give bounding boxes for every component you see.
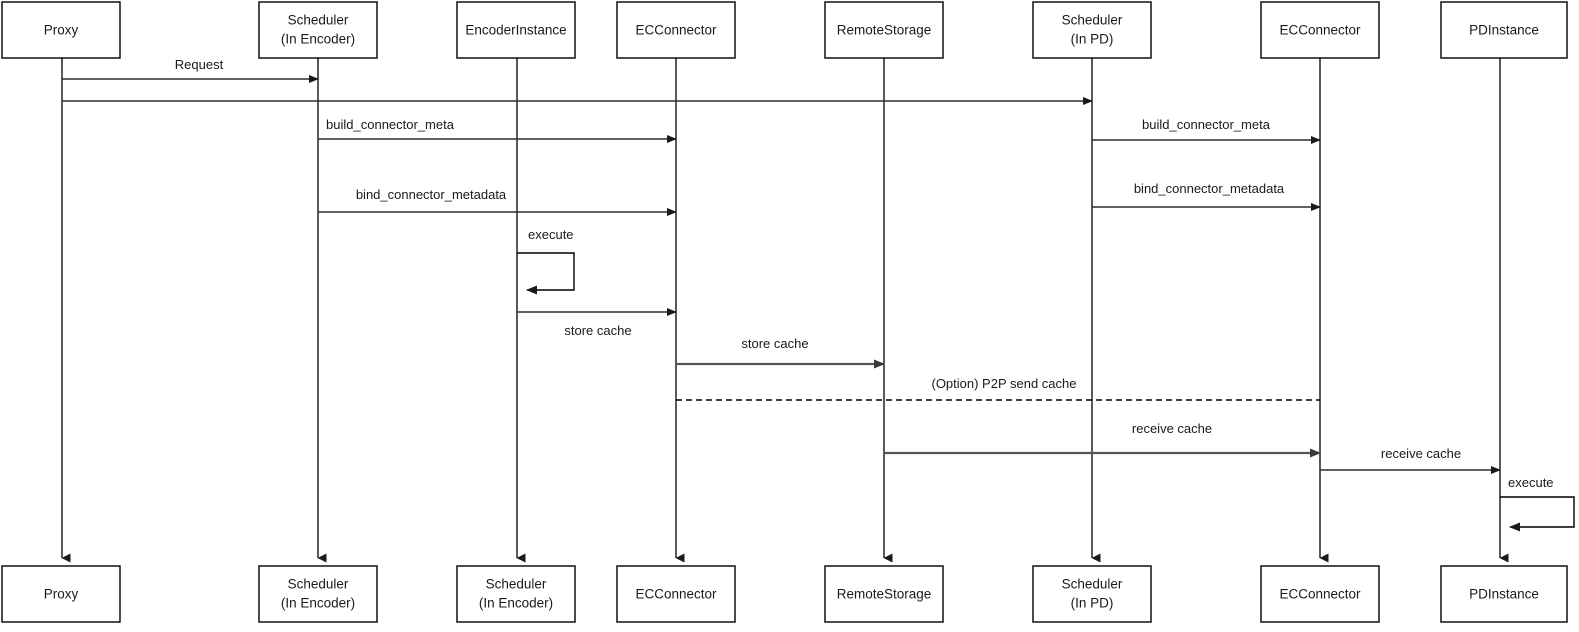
top-participant-ec_conn_enc[interactable]: ECConnector [616, 1, 736, 59]
message-receive-cache-pd[interactable]: receive cache [1320, 446, 1501, 474]
bottom-participant-label: ECConnector [635, 587, 717, 602]
bottom-participant-box[interactable] [616, 565, 736, 623]
message-label: build_connector_meta [326, 117, 455, 132]
top-participant-label-line2: (In Encoder) [281, 32, 355, 47]
top-participant-pd_inst[interactable]: PDInstance [1440, 1, 1568, 59]
bottom-participant-proxy[interactable]: Proxy [1, 565, 121, 623]
self-loop-path[interactable] [517, 252, 575, 295]
self-loops-group: execute execute [517, 227, 1575, 532]
self-loop-execute-pdinstance[interactable]: execute [1500, 475, 1575, 532]
top-participant-label: RemoteStorage [837, 23, 932, 38]
top-participant-box[interactable] [1032, 1, 1152, 59]
top-participant-box[interactable] [456, 1, 576, 59]
bottom-participant-sched_pd[interactable]: Scheduler (In PD) [1032, 565, 1152, 623]
top-participant-box[interactable] [1260, 1, 1380, 59]
bottom-participant-label-line2: (In Encoder) [479, 596, 553, 611]
top-participant-enc_inst[interactable]: EncoderInstance [456, 1, 576, 59]
bottom-participant-boxes: Proxy Scheduler (In Encoder) Scheduler (In E… [1, 565, 1568, 623]
message-bind-connector-metadata-pd[interactable]: bind_connector_metadata [1092, 181, 1321, 211]
top-participant-label: Proxy [44, 23, 79, 38]
bottom-participant-ec_conn_enc[interactable]: ECConnector [616, 565, 736, 623]
bottom-participant-label-line1: Scheduler [1062, 577, 1123, 592]
bottom-participant-label-line2: (In PD) [1071, 596, 1114, 611]
bottom-participant-enc_inst[interactable]: Scheduler (In Encoder) [456, 565, 576, 623]
bottom-participant-sched_enc[interactable]: Scheduler (In Encoder) [258, 565, 378, 623]
message-bind-connector-metadata-enc[interactable]: bind_connector_metadata [318, 187, 677, 216]
bottom-participant-box[interactable] [1440, 565, 1568, 623]
bottom-participant-box[interactable] [1260, 565, 1380, 623]
bottom-participant-label: ECConnector [1279, 587, 1361, 602]
message-label: (Option) P2P send cache [931, 376, 1076, 391]
message-label: receive cache [1381, 446, 1461, 461]
message-request[interactable]: Request [62, 57, 319, 83]
message-label: receive cache [1132, 421, 1212, 436]
top-participant-sched_pd[interactable]: Scheduler (In PD) [1032, 1, 1152, 59]
top-participant-label: ECConnector [1279, 23, 1361, 38]
bottom-participant-label: RemoteStorage [837, 587, 932, 602]
top-participant-label: PDInstance [1469, 23, 1539, 38]
top-participant-label-line1: Scheduler [288, 13, 349, 28]
message-label: Request [175, 57, 224, 72]
message-receive-cache-remote[interactable]: receive cache [884, 421, 1321, 458]
top-participant-remote[interactable]: RemoteStorage [824, 1, 944, 59]
self-loop-path[interactable] [1500, 496, 1575, 532]
messages-group: Request build_connector_meta build_connect… [62, 57, 1501, 474]
bottom-participant-label: PDInstance [1469, 587, 1539, 602]
bottom-participant-label-line2: (In Encoder) [281, 596, 355, 611]
self-loop-label: execute [1508, 475, 1554, 490]
message-build-connector-meta-enc[interactable]: build_connector_meta [318, 117, 677, 143]
self-loop-label: execute [528, 227, 574, 242]
top-participant-box[interactable] [1440, 1, 1568, 59]
message-label: store cache [564, 323, 631, 338]
lifelines-group [61, 58, 1509, 563]
message-label: bind_connector_metadata [1134, 181, 1285, 196]
top-participant-box[interactable] [824, 1, 944, 59]
top-participant-label: EncoderInstance [465, 23, 566, 38]
bottom-participant-label-line1: Scheduler [288, 577, 349, 592]
top-participant-box[interactable] [1, 1, 121, 59]
message-label: build_connector_meta [1142, 117, 1271, 132]
message-p2p-send-cache[interactable]: (Option) P2P send cache [676, 376, 1320, 401]
message-build-connector-meta-pd[interactable]: build_connector_meta [1092, 117, 1321, 144]
bottom-participant-box[interactable] [824, 565, 944, 623]
self-loop-execute-encoder[interactable]: execute [517, 227, 575, 295]
bottom-participant-remote[interactable]: RemoteStorage [824, 565, 944, 623]
top-participant-sched_enc[interactable]: Scheduler (In Encoder) [258, 1, 378, 59]
top-participant-label-line1: Scheduler [1062, 13, 1123, 28]
message-store-cache-enc[interactable]: store cache [517, 308, 677, 338]
top-participant-boxes: Proxy Scheduler (In Encoder) EncoderInstanc… [1, 1, 1568, 59]
bottom-participant-box[interactable] [1, 565, 121, 623]
top-participant-proxy[interactable]: Proxy [1, 1, 121, 59]
bottom-participant-box[interactable] [258, 565, 378, 623]
message-store-cache-remote[interactable]: store cache [676, 336, 885, 369]
bottom-participant-box[interactable] [456, 565, 576, 623]
message-label: bind_connector_metadata [356, 187, 507, 202]
bottom-participant-label-line1: Scheduler [486, 577, 547, 592]
bottom-participant-label: Proxy [44, 587, 79, 602]
message-label: store cache [741, 336, 808, 351]
bottom-participant-box[interactable] [1032, 565, 1152, 623]
top-participant-ec_conn_pd[interactable]: ECConnector [1260, 1, 1380, 59]
bottom-participant-ec_conn_pd[interactable]: ECConnector [1260, 565, 1380, 623]
top-participant-label: ECConnector [635, 23, 717, 38]
top-participant-label-line2: (In PD) [1071, 32, 1114, 47]
top-participant-box[interactable] [258, 1, 378, 59]
bottom-participant-pd_inst[interactable]: PDInstance [1440, 565, 1568, 623]
top-participant-box[interactable] [616, 1, 736, 59]
